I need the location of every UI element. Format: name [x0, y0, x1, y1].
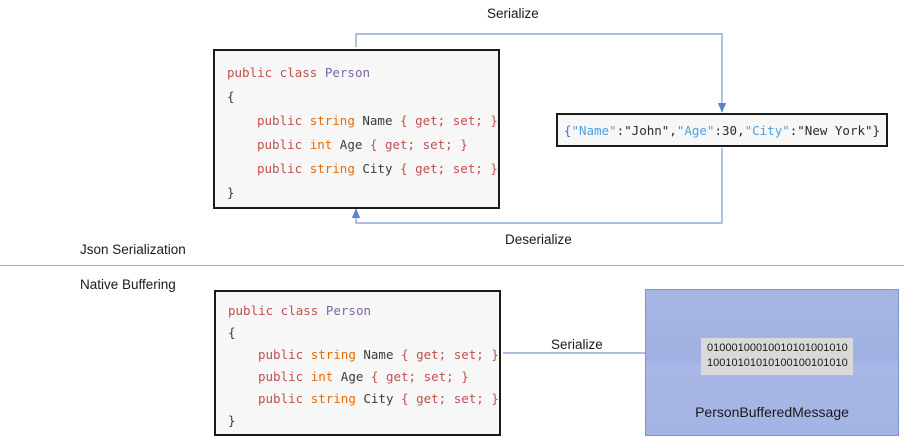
binary-line-1: 01000100010010101001010 — [707, 342, 848, 354]
person-class-code-box-top: public class Person { public string Name… — [213, 49, 500, 209]
keyword-public: public — [257, 137, 303, 152]
class-name-person: Person — [324, 65, 370, 80]
identifier-city: City — [362, 161, 393, 176]
json-value-city: "New York" — [797, 122, 873, 138]
json-payload-box: {"Name":"John","Age":30,"City":"New York… — [556, 113, 888, 147]
section-label-native-buffering: Native Buffering — [80, 277, 176, 292]
keyword-public: public — [258, 391, 304, 406]
binary-payload-chip: 01000100010010101001010 1001010101010010… — [701, 338, 853, 375]
keyword-public-class: public class — [228, 303, 319, 318]
keyword-public: public — [258, 347, 304, 362]
json-colon: : — [789, 122, 798, 138]
code-line-open-brace: { — [227, 89, 235, 104]
identifier-age: Age — [339, 137, 363, 152]
section-divider — [0, 265, 904, 266]
json-value-name: "John" — [624, 122, 670, 138]
json-key-age: "Age" — [676, 122, 715, 138]
json-value-age: 30 — [722, 122, 738, 138]
person-class-code-box-bottom: public class Person { public string Name… — [214, 290, 501, 436]
json-open-brace: { — [563, 122, 572, 138]
type-int: int — [310, 369, 334, 384]
code-line-close-brace: } — [228, 413, 236, 428]
accessors-get-set: { get; set; } — [400, 161, 498, 176]
accessors-get-set: { get; set; } — [401, 391, 499, 406]
accessors-get-set: { get; set; } — [400, 113, 498, 128]
identifier-city: City — [363, 391, 394, 406]
buffered-message-title: PersonBufferedMessage — [695, 404, 849, 420]
serialize-label-bottom: Serialize — [551, 337, 603, 352]
type-string: string — [310, 391, 356, 406]
type-string: string — [310, 347, 356, 362]
class-name-person: Person — [325, 303, 371, 318]
code-line-prop-age: public int Age { get; set; } — [228, 366, 499, 388]
keyword-public-class: public class — [227, 65, 318, 80]
identifier-name: Name — [363, 347, 394, 362]
keyword-public: public — [257, 161, 303, 176]
binary-line-2: 10010101010100100101010 — [707, 357, 848, 369]
json-close-brace: } — [872, 122, 881, 138]
json-colon: : — [616, 122, 625, 138]
keyword-public: public — [258, 369, 304, 384]
identifier-name: Name — [362, 113, 393, 128]
code-line-prop-city: public string City { get; set; } — [228, 388, 499, 410]
accessors-get-set: { get; set; } — [401, 347, 499, 362]
section-label-json-serialization: Json Serialization — [80, 242, 186, 257]
keyword-public: public — [257, 113, 303, 128]
json-colon: : — [714, 122, 722, 138]
json-comma: , — [737, 122, 745, 138]
code-line-class-decl: public class Person — [228, 300, 499, 322]
deserialize-label: Deserialize — [505, 232, 572, 247]
code-line-prop-name: public string Name { get; set; } — [228, 344, 499, 366]
type-int: int — [309, 137, 333, 152]
json-comma: , — [669, 122, 677, 138]
json-key-name: "Name" — [571, 122, 617, 138]
type-string: string — [309, 113, 355, 128]
type-string: string — [309, 161, 355, 176]
json-text: {"Name":"John","Age":30,"City":"New York… — [564, 123, 880, 138]
identifier-age: Age — [340, 369, 364, 384]
code-line-class-decl: public class Person — [227, 61, 498, 85]
json-key-city: "City" — [744, 122, 790, 138]
code-line-prop-name: public string Name { get; set; } — [227, 109, 498, 133]
serialize-label-top: Serialize — [487, 6, 539, 21]
code-line-prop-city: public string City { get; set; } — [227, 157, 498, 181]
code-line-prop-age: public int Age { get; set; } — [227, 133, 498, 157]
code-line-close-brace: } — [227, 185, 235, 200]
accessors-get-set: { get; set; } — [370, 369, 469, 384]
code-line-open-brace: { — [228, 325, 236, 340]
accessors-get-set: { get; set; } — [369, 137, 468, 152]
